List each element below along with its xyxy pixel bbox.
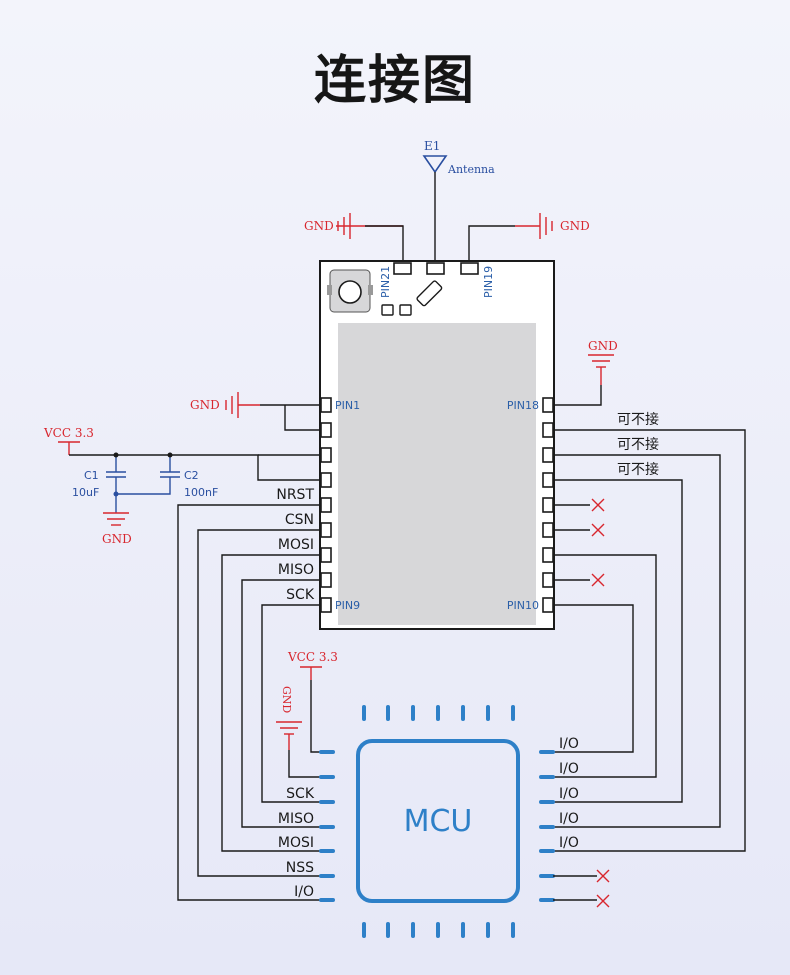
rf-module	[319, 260, 555, 630]
antenna-ref: E1	[424, 139, 440, 153]
mcu-signal-io: I/O	[559, 761, 579, 777]
gnd-label: GND	[280, 686, 293, 713]
signal-mosi: MOSI	[278, 537, 314, 553]
vcc-label: VCC 3.3	[43, 426, 94, 440]
module-left-pads	[320, 397, 332, 613]
pin1-label: PIN1	[335, 399, 360, 412]
spi-wires	[177, 504, 321, 901]
gnd-label: GND	[560, 219, 590, 233]
vcc-label: VCC 3.3	[287, 650, 338, 664]
pin21-label: PIN21	[379, 266, 392, 298]
signal-nrst: NRST	[276, 487, 314, 503]
page-title: 连接图	[313, 51, 476, 111]
note-optional: 可不接	[617, 436, 659, 453]
mcu-signal-io: I/O	[559, 736, 579, 752]
mcu-signal-nss: NSS	[286, 860, 314, 876]
c2-value: 100nF	[184, 486, 218, 499]
vcc-rail	[58, 441, 321, 526]
gnd-label: GND	[304, 219, 334, 233]
gnd-label: GND	[190, 398, 220, 412]
signal-csn: CSN	[285, 512, 314, 528]
mcu-signal-sck: SCK	[286, 786, 315, 802]
signal-miso: MISO	[278, 562, 314, 578]
mcu-signal-miso: MISO	[278, 811, 314, 827]
mcu-signal-io: I/O	[559, 835, 579, 851]
mcu-chip	[319, 705, 597, 938]
gnd-label: GND	[102, 532, 132, 546]
mcu-signal-io: I/O	[294, 884, 314, 900]
signal-sck: SCK	[286, 587, 315, 603]
c1-ref: C1	[84, 469, 99, 482]
no-connect-marks	[591, 498, 610, 908]
gnd-symbol	[225, 392, 321, 431]
pin9-label: PIN9	[335, 599, 360, 612]
gnd-label: GND	[588, 339, 618, 353]
pin19-label: PIN19	[482, 266, 495, 298]
gnd-symbol	[336, 213, 404, 265]
note-optional: 可不接	[617, 411, 659, 428]
mcu-label: MCU	[404, 804, 473, 839]
mcu-signal-mosi: MOSI	[278, 835, 314, 851]
io-wires	[553, 429, 746, 852]
gnd-symbol	[468, 213, 553, 265]
pin10-label: PIN10	[507, 599, 539, 612]
module-right-pads	[542, 397, 554, 613]
c2-ref: C2	[184, 469, 199, 482]
antenna-symbol	[422, 155, 448, 265]
c1-value: 10uF	[72, 486, 99, 499]
mcu-power	[276, 666, 322, 778]
mcu-signal-io: I/O	[559, 786, 579, 802]
pin18-label: PIN18	[507, 399, 539, 412]
gnd-symbol	[553, 354, 614, 406]
mcu-signal-io: I/O	[559, 811, 579, 827]
note-optional: 可不接	[617, 461, 659, 478]
antenna-label: Antenna	[447, 163, 495, 176]
